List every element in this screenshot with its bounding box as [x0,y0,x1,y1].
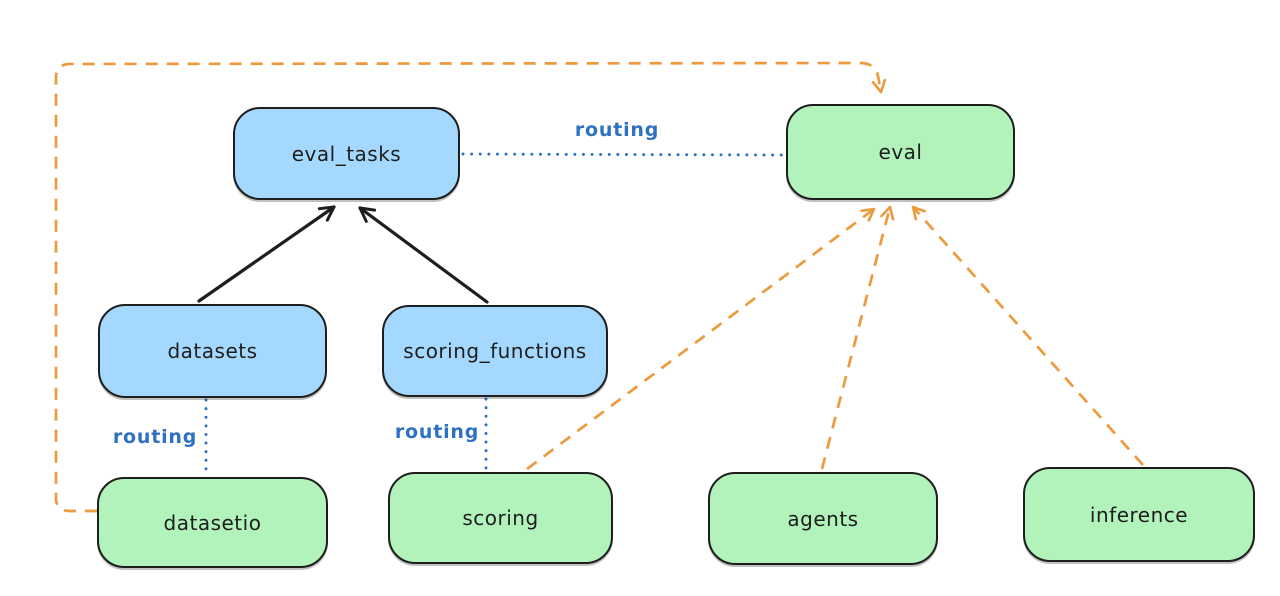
edge-inference-to-eval[interactable] [911,205,1145,466]
node-datasetio[interactable]: datasetio [97,477,328,568]
node-eval[interactable]: eval [786,104,1015,200]
edge-datasets-to-eval-tasks[interactable] [197,205,336,303]
node-datasets[interactable]: datasets [98,304,327,398]
node-inference-label: inference [1089,502,1189,527]
edge-label-routing-scoring-functions-scoring: routing [394,421,480,443]
node-eval-tasks-label: eval_tasks [291,141,402,166]
node-scoring-functions-label: scoring_functions [403,339,587,363]
node-inference[interactable]: inference [1023,467,1255,562]
node-scoring[interactable]: scoring [388,472,613,564]
edge-scoring-to-eval[interactable] [526,207,876,471]
node-agents[interactable]: agents [708,472,938,565]
edge-routing-eval-tasks-eval[interactable] [461,152,786,157]
node-agents-label: agents [787,506,859,531]
edge-agents-to-eval[interactable] [820,205,895,470]
node-scoring-label: scoring [462,506,539,530]
node-datasetio-label: datasetio [163,510,262,535]
edge-label-routing-eval-tasks-eval: routing [574,119,660,141]
edge-label-routing-datasets-datasetio: routing [112,426,198,448]
node-scoring-functions[interactable]: scoring_functions [382,305,608,397]
node-datasets-label: datasets [167,339,258,363]
node-eval-label: eval [878,140,923,164]
edge-scoring-functions-to-eval-tasks[interactable] [358,206,489,304]
node-eval-tasks[interactable]: eval_tasks [233,107,460,200]
